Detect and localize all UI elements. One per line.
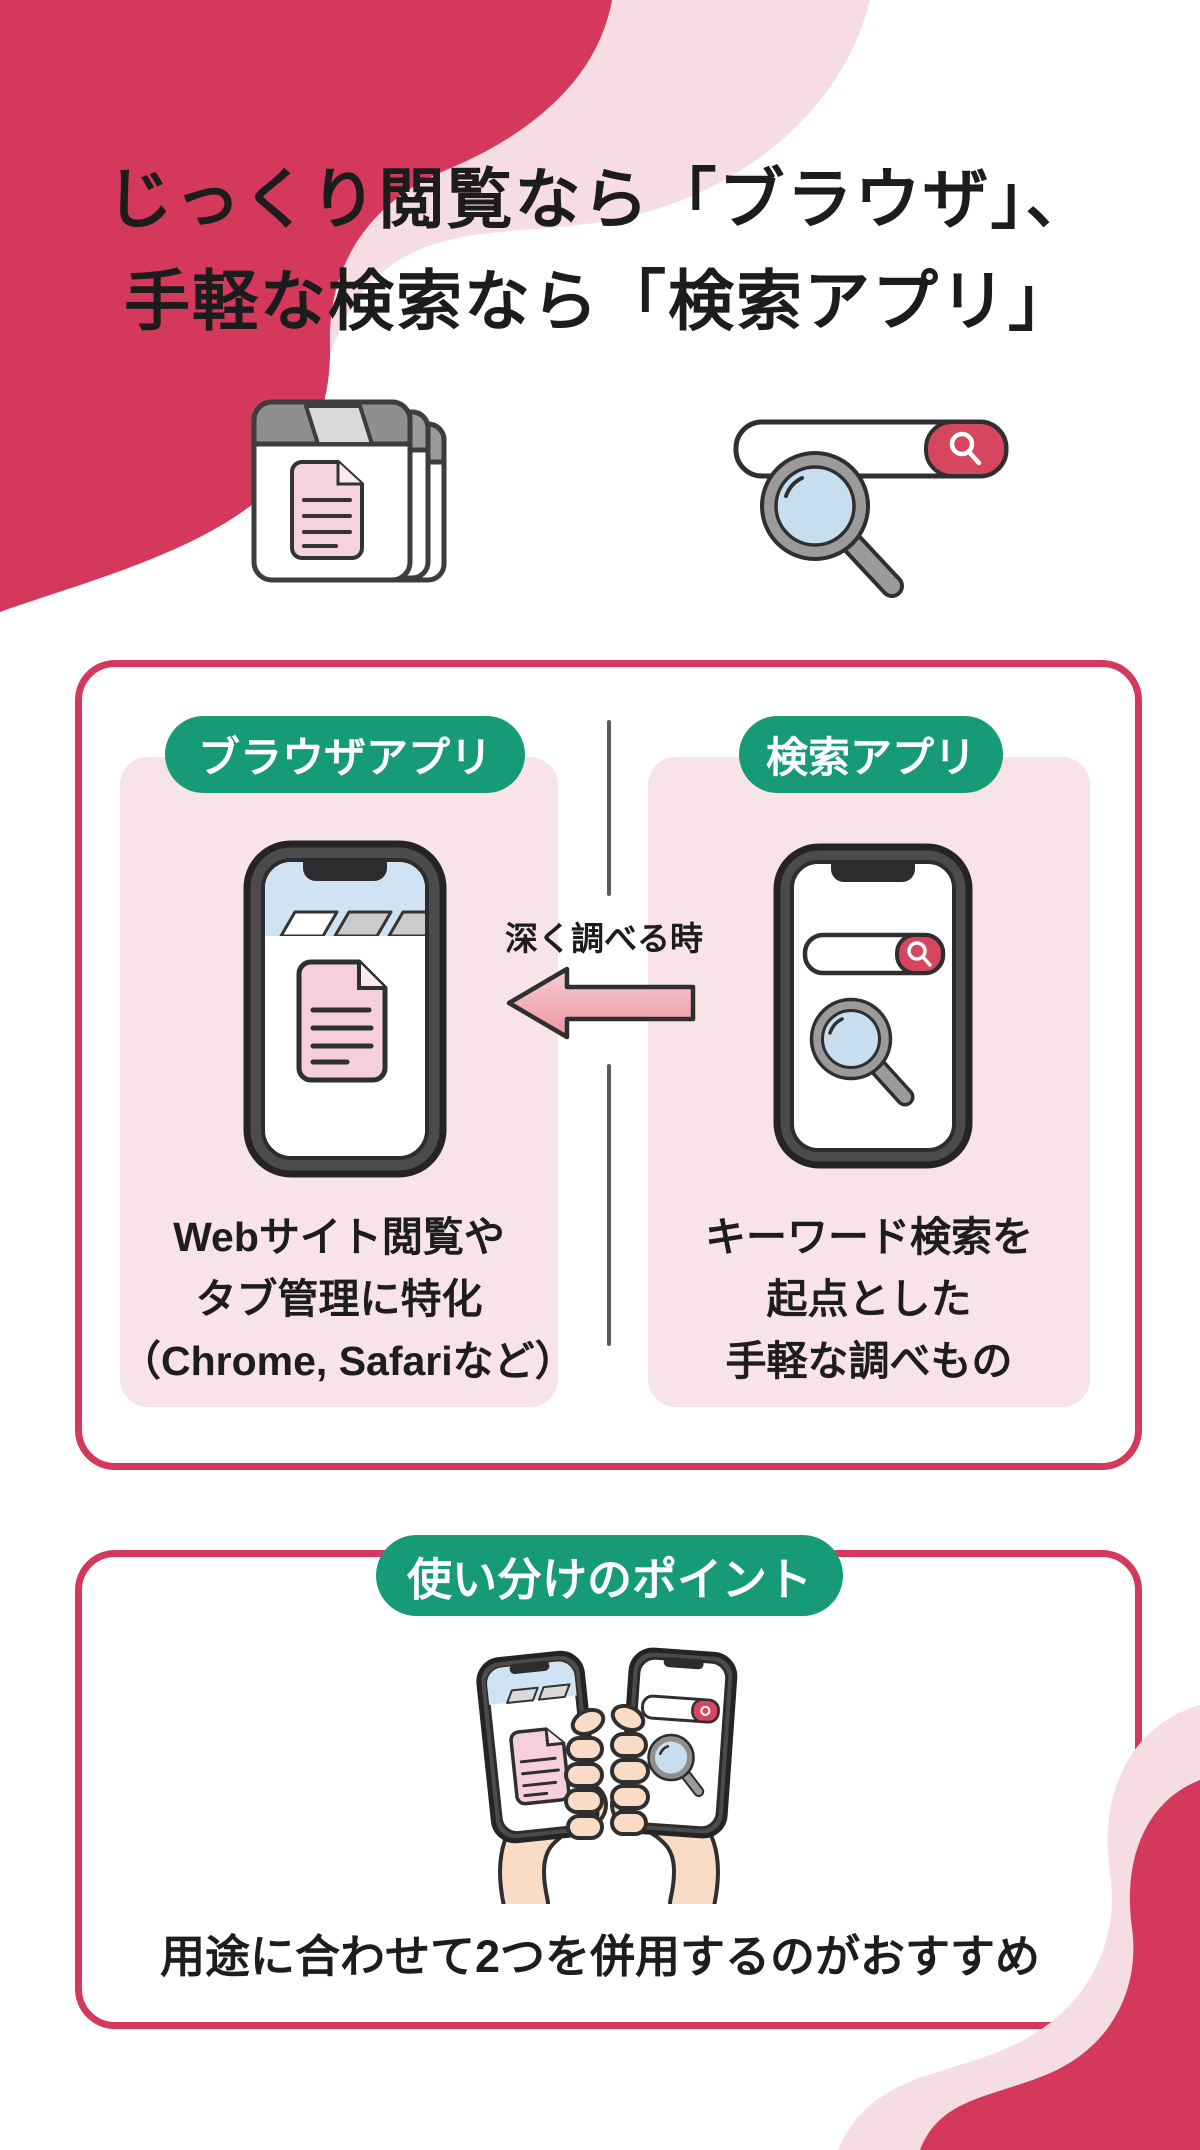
search-description-line: 起点とした (766, 1276, 972, 1322)
phone-search-bar (802, 932, 946, 976)
divider-line-bottom (607, 1064, 611, 1346)
search-phone-illustration (773, 843, 973, 1169)
search-button-glyph (949, 431, 982, 466)
browser-description-line: タブ管理に特化 (195, 1276, 483, 1322)
left-arrow (506, 966, 696, 1040)
browser-description: Webサイト閲覧や タブ管理に特化 （Chrome, Safariなど） (120, 1206, 576, 1392)
divider-line-top (607, 720, 611, 896)
browser-app-badge: ブラウザアプリ (165, 716, 525, 793)
magnifier-icon (809, 997, 915, 1107)
search-description-line: 手軽な調べもの (725, 1338, 1013, 1384)
document-icon (290, 460, 364, 560)
browser-description-line: （Chrome, Safariなど） (120, 1338, 576, 1384)
browser-app-badge-label: ブラウザアプリ (197, 734, 492, 781)
browser-phone-illustration (243, 840, 447, 1178)
search-description: キーワード検索を 起点とした 手軽な調べもの (648, 1206, 1090, 1392)
hands-holding-phones-illustration (476, 1647, 738, 1904)
browser-description-line: Webサイト閲覧や (173, 1214, 505, 1260)
browser-tabs (279, 910, 425, 938)
point-badge: 使い分けのポイント (376, 1535, 843, 1616)
arrow-label: 深く調べる時 (505, 920, 703, 957)
point-badge-label: 使い分けのポイント (406, 1554, 812, 1605)
title-line-2: 手軽な検索なら「検索アプリ」 (124, 264, 1076, 338)
search-app-badge-label: 検索アプリ (765, 734, 976, 781)
search-description-line: キーワード検索を (705, 1214, 1033, 1260)
title-line-1: じっくり閲覧なら「ブラウザ」、 (106, 162, 1094, 236)
document-icon (296, 959, 388, 1083)
browser-windows-icon (251, 399, 447, 583)
right-hand-fingers (610, 1703, 650, 1836)
point-text: 用途に合わせて2つを併用するのがおすすめ (159, 1931, 1041, 1982)
left-hand-fingers (564, 1707, 606, 1840)
search-app-badge: 検索アプリ (739, 716, 1003, 793)
page-title: じっくり閲覧なら「ブラウザ」、 手軽な検索なら「検索アプリ」 (0, 148, 1200, 352)
search-bar-icon (733, 419, 1009, 598)
mini-search-phone (618, 1647, 738, 1839)
